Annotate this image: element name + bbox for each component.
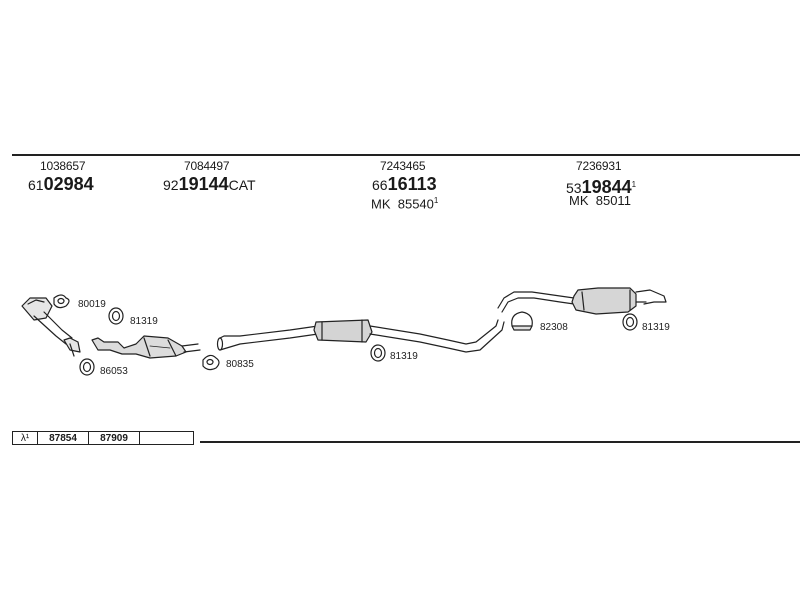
middle-silencer-drawing [216,319,505,353]
sealing-ring-icon [622,313,638,331]
footnote-mark: 1 [631,180,637,189]
part-label-ring: 81319 [642,322,670,333]
reference-number: 7084497 [184,159,230,173]
part-code: 02984 [43,174,94,194]
reference-number: 1038657 [40,159,86,173]
alt-code: 85540 [397,196,434,212]
catalytic-converter-drawing [91,335,201,359]
lambda-empty-cell [139,431,194,445]
lambda-sensor-table: λ¹ 87854 87909 [12,431,194,445]
rear-silencer-drawing [497,287,667,315]
part-column-1: 1038657 [40,159,86,173]
reference-number: 7236931 [576,159,622,173]
sealing-ring-icon [370,344,386,362]
footnote-mark: 1 [433,196,439,205]
part-prefix: 66 [372,177,388,193]
part-code: 16113 [387,174,437,194]
part-prefix: 53 [566,180,582,196]
part-label-ring: 81319 [130,316,158,327]
gasket-icon [202,354,220,371]
part-column-3-main: 6616113 [372,175,437,195]
part-column-3: 7243465 [380,159,426,173]
part-label-ring: 81319 [390,351,418,362]
part-code: 19144 [178,174,229,194]
part-column-4: 7236931 [576,159,622,173]
part-column-2-main: 9219144CAT [163,175,256,195]
pipe-clamp-icon [511,311,533,331]
part-label-ring: 86053 [100,366,128,377]
part-code: 19844 [581,177,632,197]
part-suffix: CAT [228,177,256,193]
part-label-gasket: 80019 [78,299,106,310]
sealing-ring-icon [108,307,124,325]
part-column-1-main: 6102984 [28,175,94,195]
alt-code: 85011 [595,193,631,208]
part-label-clamp: 82308 [540,322,568,333]
top-divider [12,154,800,156]
part-prefix: 92 [163,177,179,193]
lambda-symbol: λ¹ [12,431,38,445]
bottom-divider [200,441,800,443]
reference-number: 7243465 [380,159,426,173]
gasket-icon [53,294,70,309]
front-pipe-drawing [21,297,81,357]
lambda-code: 87909 [88,431,140,445]
part-column-4-main: 53198441 [566,175,636,198]
part-label-gasket: 80835 [226,359,254,370]
alt-prefix: MK [371,196,391,212]
part-column-2: 7084497 [184,159,230,173]
alt-prefix: MK [569,193,589,208]
sealing-ring-icon [79,358,95,376]
part-column-3-alt: MK 855401 [371,193,438,212]
part-prefix: 61 [28,177,44,193]
part-column-4-alt: MK 85011 [569,193,631,209]
lambda-code: 87854 [37,431,89,445]
